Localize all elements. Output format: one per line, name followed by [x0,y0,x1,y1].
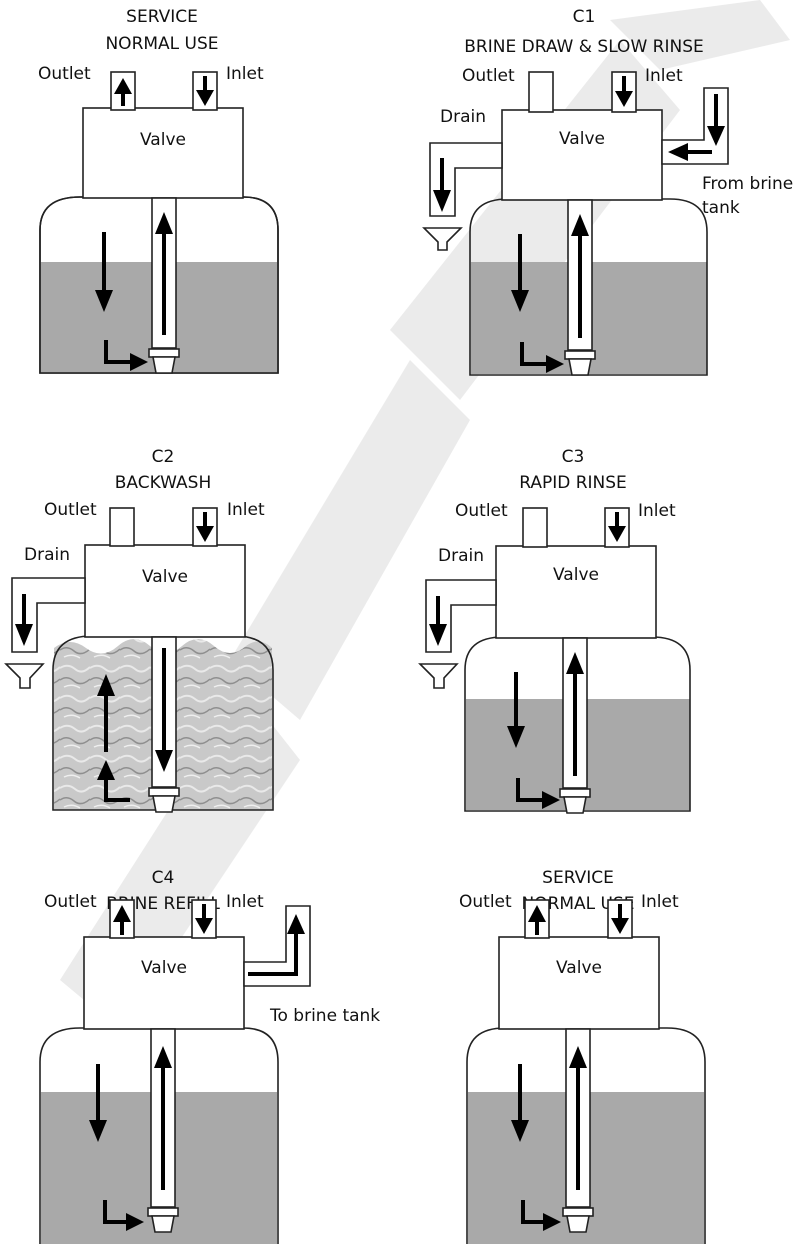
valve-label: Valve [556,958,602,978]
panel-title-line1: C1 [573,7,596,27]
panel-c1: C1 BRINE DRAW & SLOW RINSE Valve Outlet … [422,7,793,376]
brine-label-line1: From brine [702,174,793,194]
arrow-up-icon [528,905,546,935]
drain-label: Drain [24,545,70,565]
arrow-down-icon [15,594,33,646]
inlet-label: Inlet [641,892,679,912]
arrow-up-icon [97,760,130,802]
arrow-right-icon [103,1200,144,1231]
valve-label: Valve [559,129,605,149]
valve-box [83,936,245,1030]
arrow-down-icon [196,76,214,106]
outlet-label: Outlet [38,64,91,84]
arrow-down-icon [155,648,173,772]
distributor [148,787,180,797]
valve-box [501,109,663,201]
valve-label: Valve [141,958,187,978]
outlet-label: Outlet [459,892,512,912]
arrow-down-icon [433,158,451,212]
panel-title-line1: C2 [152,447,175,467]
valve-box [84,544,246,638]
arrow-up-icon [571,214,589,338]
panel-title-line2: RAPID RINSE [519,473,627,493]
panel-c4: C4 BRINE REFILL Valve Outlet Inlet To br… [39,868,380,1244]
outlet-pipe [109,507,135,547]
arrow-right-icon [521,1200,561,1231]
drain-pipe [425,579,497,653]
valve-label: Valve [142,567,188,587]
arrow-down-icon [429,596,447,646]
panel-title-line1: SERVICE [126,7,198,27]
arrow-up-icon [97,674,115,752]
outlet-pipe [522,507,548,548]
arrow-down-icon [511,234,529,312]
drain-pipe [429,142,503,217]
brine-pipe [661,87,729,165]
arrow-down-icon [511,1064,529,1142]
valve-box [82,107,244,199]
brine-label-line2: tank [702,198,740,218]
arrow-up-icon [569,1046,587,1190]
panel-title-line2: BRINE DRAW & SLOW RINSE [464,37,703,57]
distributor [562,1207,594,1217]
arrow-right-icon [104,340,148,371]
panel-title-line1: SERVICE [542,868,614,888]
outlet-label: Outlet [44,500,97,520]
drain-label: Drain [438,546,484,566]
drain-funnel-icon [4,663,45,689]
drain-funnel-icon [418,663,459,689]
valve-box [495,545,657,639]
arrow-up-icon [113,905,131,935]
valve-box [498,936,660,1030]
distributor [148,348,180,358]
arrow-down-icon [507,672,525,748]
panel-title-line1: C4 [152,868,175,888]
drain-pipe [11,577,86,653]
arrow-down-icon [195,904,213,934]
arrow-up-icon [114,78,132,106]
arrow-down-icon [611,904,629,934]
valve-label: Valve [553,565,599,585]
drain-label: Drain [440,107,486,127]
tank-outline [39,1027,279,1244]
inlet-label: Inlet [227,500,265,520]
arrow-down-icon [608,512,626,542]
arrow-down-icon [95,232,113,312]
distributor [564,350,596,360]
panel-c2: C2 BACKWASH Valve Outlet Inlet Drain [4,447,274,813]
arrow-up-icon [155,212,173,335]
arrow-right-icon [248,914,305,976]
panel-service-1: SERVICE NORMAL USE Valve Outlet Inlet [38,7,279,374]
distributor [559,788,591,798]
arrow-up-icon [154,1046,172,1190]
arrow-up-icon [566,652,584,776]
arrow-down-icon [196,512,214,542]
panel-title-line2: NORMAL USE [105,34,218,54]
arrow-down-icon [707,94,725,146]
arrow-down-icon [615,76,633,107]
brine-label: To brine tank [269,1006,380,1026]
panel-service-2: SERVICE NORMAL USE Valve Outlet Inlet [459,868,706,1244]
inlet-label: Inlet [226,892,264,912]
outlet-label: Outlet [455,501,508,521]
distributor [147,1207,179,1217]
arrow-right-icon [516,778,560,809]
panel-c3: C3 RAPID RINSE Valve Outlet Inlet Drain [418,447,691,814]
panel-title-line1: C3 [562,447,585,467]
inlet-label: Inlet [226,64,264,84]
arrow-down-icon [89,1064,107,1142]
outlet-label: Outlet [44,892,97,912]
valve-label: Valve [140,130,186,150]
outlet-pipe [528,71,554,113]
drain-funnel-icon [422,227,463,251]
inlet-label: Inlet [645,66,683,86]
outlet-label: Outlet [462,66,515,86]
arrow-right-icon [520,342,564,373]
panel-title-line2: BACKWASH [115,473,212,493]
arrow-left-icon [668,143,712,161]
inlet-label: Inlet [638,501,676,521]
